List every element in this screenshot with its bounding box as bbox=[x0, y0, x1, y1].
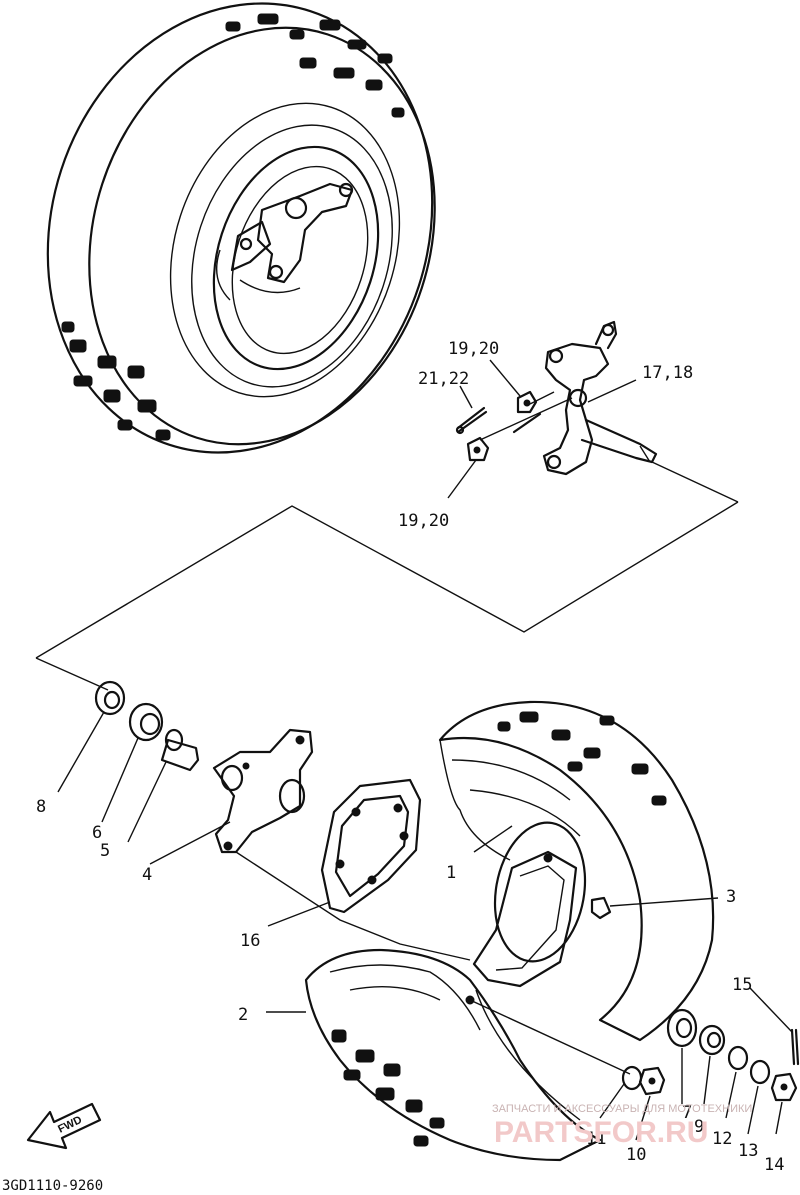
valve-3 bbox=[590, 896, 612, 920]
knuckle-nut-bottom bbox=[466, 436, 490, 462]
label-part-16: 16 bbox=[240, 931, 260, 951]
wheel-rim bbox=[465, 850, 578, 1005]
label-part-1: 1 bbox=[446, 863, 456, 883]
label-part-15: 15 bbox=[732, 975, 752, 995]
pin-15 bbox=[790, 1028, 800, 1066]
label-part-19-20-top: 19,20 bbox=[448, 339, 499, 359]
tread-blocks-top bbox=[225, 13, 405, 118]
watermark-tagline: ЗАПЧАСТИ И АКСЕССУАРЫ ДЛЯ МОТОТЕХНИКИ bbox=[492, 1103, 752, 1115]
label-part-19-20-bottom: 19,20 bbox=[398, 511, 449, 531]
leader-lines bbox=[57, 359, 793, 1141]
seal-9 bbox=[698, 1024, 726, 1056]
label-part-7: 7 bbox=[682, 1103, 692, 1123]
label-part-12: 12 bbox=[712, 1129, 732, 1149]
label-part-4: 4 bbox=[142, 865, 152, 885]
steering-knuckle bbox=[542, 320, 658, 476]
label-part-3: 3 bbox=[726, 887, 736, 907]
hub-spider bbox=[216, 182, 354, 301]
nut-10 bbox=[638, 1066, 666, 1096]
spacer-5 bbox=[160, 728, 200, 772]
washer-12 bbox=[727, 1045, 749, 1071]
washer-11 bbox=[621, 1065, 643, 1091]
label-part-2: 2 bbox=[238, 1005, 248, 1025]
part-labels: 1 2 3 4 5 6 7 8 9 10 11 12 13 14 15 16 1… bbox=[36, 339, 784, 1175]
tire-inner-half-2 bbox=[304, 948, 602, 1162]
fwd-label: FWD bbox=[56, 1114, 84, 1136]
label-part-5: 5 bbox=[100, 841, 110, 861]
fwd-arrow: FWD bbox=[26, 1102, 102, 1150]
cotter-pins bbox=[455, 406, 542, 435]
label-part-6: 6 bbox=[92, 823, 102, 843]
watermark-brand: PARTSFOR.RU bbox=[494, 1116, 708, 1149]
tread-blocks-lower bbox=[61, 321, 171, 441]
label-part-10: 10 bbox=[626, 1145, 646, 1165]
tire-outer-half-1 bbox=[438, 700, 715, 1042]
assembled-wheel bbox=[46, 2, 436, 454]
knuckle-nut-top bbox=[516, 390, 538, 414]
exploded-boundary bbox=[35, 391, 739, 691]
label-part-11: 11 bbox=[586, 1129, 606, 1149]
hub-bolt-lines bbox=[235, 851, 631, 1075]
nut-14 bbox=[770, 1072, 798, 1102]
label-part-14: 14 bbox=[764, 1155, 784, 1175]
front-hub-4 bbox=[212, 728, 314, 854]
drawing-code: 3GD1110-9260 bbox=[2, 1178, 103, 1194]
label-part-17-18: 17,18 bbox=[642, 363, 693, 383]
brake-disc-16 bbox=[320, 778, 422, 914]
label-part-8: 8 bbox=[36, 797, 46, 817]
label-part-21-22: 21,22 bbox=[418, 369, 469, 389]
bearing-6 bbox=[128, 702, 164, 742]
oil-seal-8 bbox=[94, 680, 126, 716]
watermark: ЗАПЧАСТИ И АКСЕССУАРЫ ДЛЯ МОТОТЕХНИКИ PA… bbox=[492, 1103, 752, 1149]
bearing-7 bbox=[666, 1008, 698, 1048]
label-part-9: 9 bbox=[694, 1117, 704, 1137]
washer-13 bbox=[749, 1059, 771, 1085]
label-part-13: 13 bbox=[738, 1141, 758, 1161]
